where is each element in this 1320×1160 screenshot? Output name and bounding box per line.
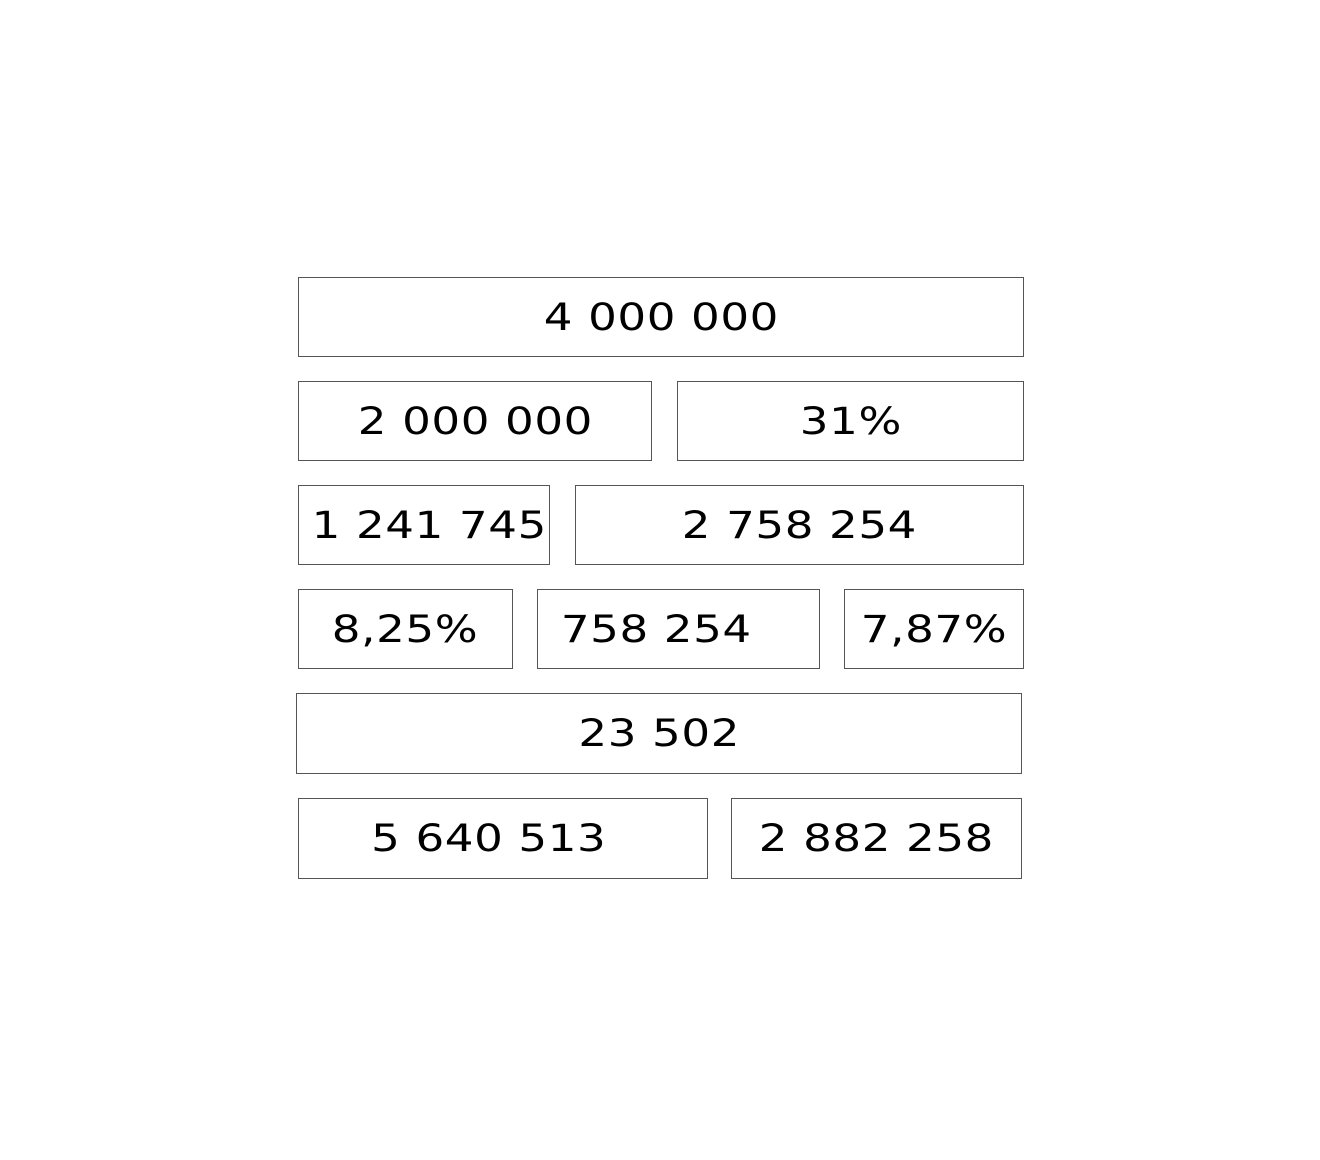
value-box-percent-31: 31% bbox=[677, 381, 1024, 461]
value-text: 2 758 254 bbox=[681, 503, 918, 547]
value-text: 4 000 000 bbox=[543, 295, 779, 339]
value-box-part-a: 1 241 745 bbox=[298, 485, 550, 565]
value-box-sum-small: 23 502 bbox=[296, 693, 1022, 774]
value-text: 5 640 513 bbox=[370, 817, 606, 860]
value-box-result-b: 2 882 258 bbox=[731, 798, 1022, 879]
value-text: 2 882 258 bbox=[758, 817, 995, 860]
value-box-part-b: 2 758 254 bbox=[575, 485, 1024, 565]
value-text: 7,87% bbox=[860, 607, 1008, 651]
value-text: 23 502 bbox=[578, 712, 740, 755]
value-text: 2 000 000 bbox=[357, 399, 593, 443]
value-box-half: 2 000 000 bbox=[298, 381, 652, 461]
value-box-result-a: 5 640 513 bbox=[298, 798, 708, 879]
value-text: 1 241 745 bbox=[311, 503, 547, 547]
value-box-part-c: 758 254 bbox=[537, 589, 820, 669]
value-text: 8,25% bbox=[332, 607, 479, 651]
value-box-percent-825: 8,25% bbox=[298, 589, 513, 669]
value-text: 758 254 bbox=[561, 607, 753, 651]
value-box-total: 4 000 000 bbox=[298, 277, 1024, 357]
value-box-percent-787: 7,87% bbox=[844, 589, 1024, 669]
value-text: 31% bbox=[799, 399, 902, 443]
